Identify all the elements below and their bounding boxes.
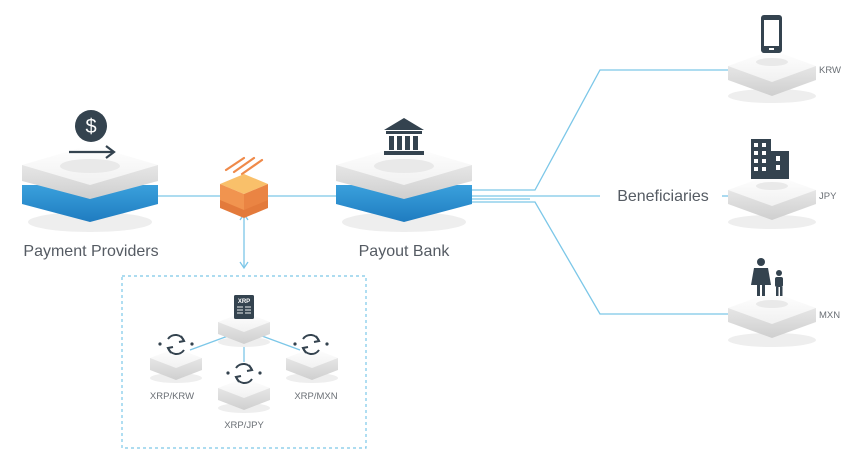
currency-mxn-label: MXN — [819, 310, 840, 321]
exchange-mxn-icon — [293, 334, 329, 355]
beneficiary-jpy-platform[interactable] — [728, 174, 816, 229]
payout-bank-label: Payout Bank — [359, 243, 451, 260]
payment-providers-platform[interactable] — [22, 145, 158, 232]
exchange-jpy-icon — [226, 363, 262, 384]
pair-xrp-krw-label: XRP/KRW — [150, 391, 194, 402]
currency-krw-label: KRW — [819, 65, 841, 76]
currency-jpy-label: JPY — [819, 191, 837, 202]
xrp-jpy-platform[interactable] — [218, 378, 270, 413]
dollar-send-icon: $ — [69, 110, 116, 159]
line-hub-to-mxn — [261, 335, 301, 351]
xrp-cube[interactable] — [220, 174, 268, 218]
payment-providers-label: Payment Providers — [23, 243, 158, 260]
exchange-krw-icon — [158, 334, 194, 355]
xrp-ledger-icon: XRP — [234, 295, 254, 319]
xrp-stripes-icon — [224, 156, 264, 176]
xrp-ledger-badge: XRP — [238, 299, 250, 305]
line-bank-to-mxn — [470, 201, 730, 315]
mobile-phone-icon — [761, 15, 782, 53]
line-hub-to-krw — [189, 335, 229, 351]
payout-bank-platform[interactable] — [336, 145, 472, 232]
beneficiaries-label: Beneficiaries — [617, 188, 709, 205]
xrp-ledger-platform[interactable] — [218, 312, 270, 347]
liquidity-box — [121, 275, 367, 449]
beneficiary-mxn-platform[interactable] — [728, 292, 816, 347]
parent-child-icon — [751, 258, 783, 296]
line-bank-to-krw — [470, 69, 730, 191]
pair-xrp-mxn-label: XRP/MXN — [294, 391, 337, 402]
svg-text:$: $ — [85, 116, 96, 138]
pair-xrp-jpy-label: XRP/JPY — [224, 420, 264, 431]
beneficiary-krw-platform[interactable] — [728, 50, 816, 103]
bank-icon — [384, 118, 424, 155]
xrp-krw-platform[interactable] — [150, 348, 202, 383]
office-building-icon — [751, 139, 789, 179]
arrow-down-head — [239, 261, 249, 270]
xrp-mxn-platform[interactable] — [286, 348, 338, 383]
connection-lines — [158, 69, 730, 362]
